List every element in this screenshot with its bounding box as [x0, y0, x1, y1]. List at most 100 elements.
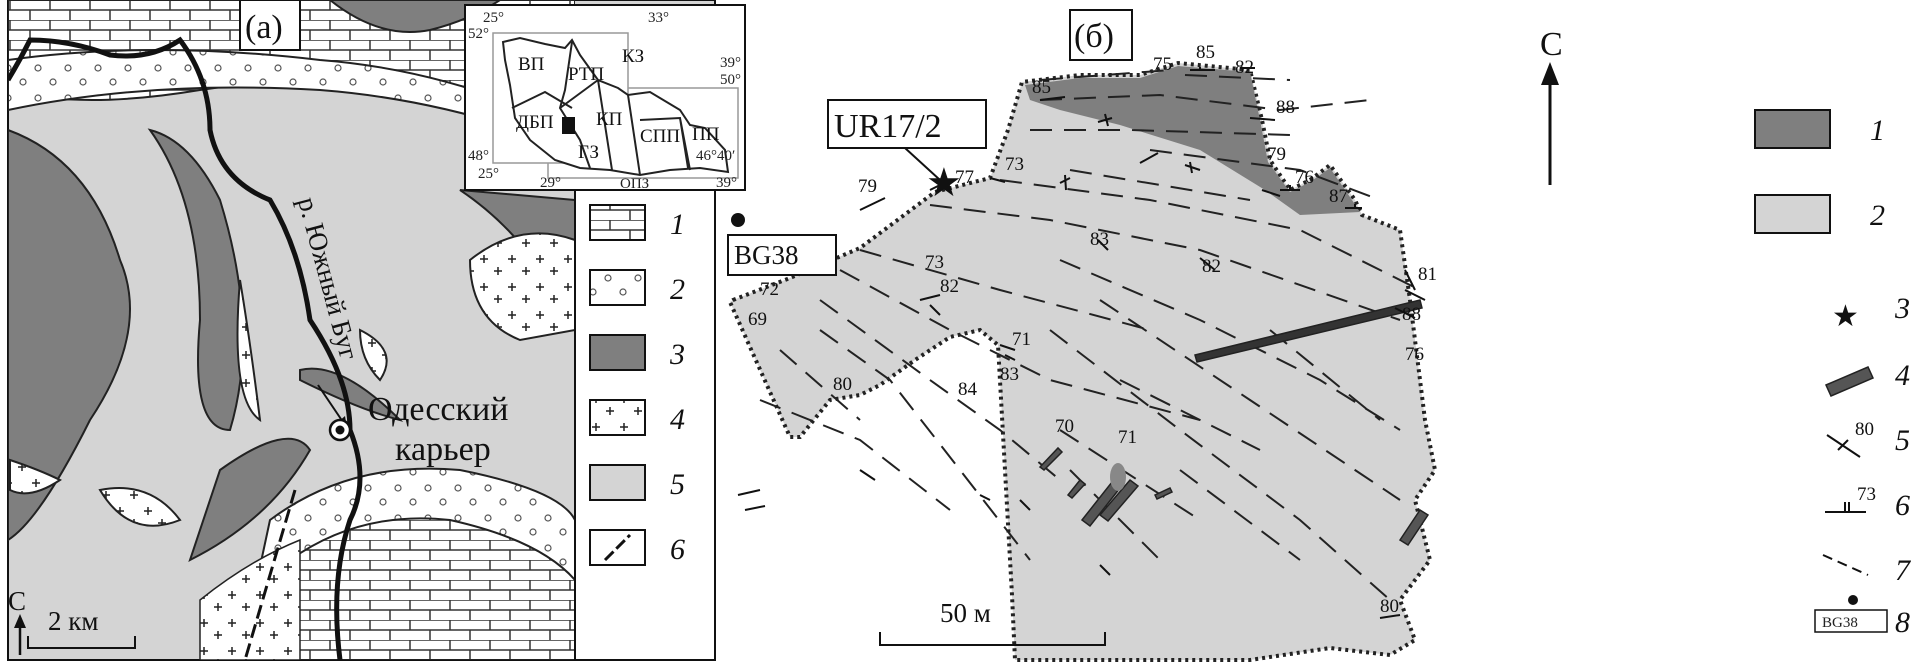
legend-b-label-3: 3	[1894, 292, 1910, 325]
legend-a-label-3: 3	[669, 338, 685, 371]
dip-label: 80	[833, 374, 852, 395]
dikes	[1038, 299, 1430, 547]
legend-foliation-symbol	[1822, 554, 1869, 576]
panel-a-geology	[8, 0, 575, 660]
legend-b-swatch-2	[1754, 194, 1831, 234]
panel-b-label: (б)	[1074, 18, 1114, 55]
dip-label: 88	[1402, 304, 1421, 325]
legend-dip-symbol	[1826, 434, 1861, 458]
inset-region-borders	[511, 41, 691, 176]
fault-line	[243, 489, 297, 660]
legend-b-label-8: 8	[1895, 606, 1910, 639]
inset-region-rtp: РТП	[568, 64, 604, 85]
inset-lat-right: 50°	[720, 72, 741, 88]
dip-labels: 85 75 85 82 88 79 76 87 77 73 79 83 82 8…	[748, 42, 1437, 617]
legend-a: 1 2 3 4 5 6	[574, 189, 716, 661]
legend-sample-dot	[1848, 595, 1858, 605]
sample-leader-line	[904, 147, 941, 181]
legend-a-swatch-2	[589, 269, 646, 306]
legend-a-label-2: 2	[670, 273, 685, 306]
legend-star-icon: ★	[1832, 300, 1859, 333]
inset-region-pp: ПП	[692, 124, 720, 145]
inset-lon-bottom: 29°	[540, 175, 561, 191]
panel-b-map: 85 75 85 82 88 79 76 87 77 73 79 83 82 8…	[727, 9, 1912, 662]
scale-label-a: 2 км	[48, 606, 98, 636]
legend-a-label-4: 4	[670, 403, 685, 436]
dip-label: 82	[1202, 256, 1221, 277]
inset-lat-left: 48°	[468, 148, 489, 164]
inset-lon-bottom-right: 39°	[716, 175, 737, 191]
inset-lon-left-top: 25°	[483, 10, 504, 26]
sample-label-ur17: UR17/2	[834, 108, 942, 145]
legend-a-label-1: 1	[670, 208, 685, 241]
inset-corner: 46°40′	[696, 148, 735, 164]
inset-region-vp: ВП	[518, 54, 545, 75]
north-arrow-b-head	[1541, 62, 1559, 85]
dip-label: 82	[1235, 57, 1254, 78]
quarry-name-line2: карьер	[395, 431, 491, 468]
strike-dip-symbols	[737, 67, 1426, 619]
dip-label: 77	[955, 167, 974, 188]
legend-b-label-1: 1	[1870, 114, 1885, 147]
legend-sample-label: BG38	[1822, 615, 1858, 631]
legend-a-label-5: 5	[670, 468, 685, 501]
dip-label: 81	[1418, 264, 1437, 285]
legend-b-label-5: 5	[1895, 424, 1910, 457]
dip-label: 79	[1267, 144, 1286, 165]
legend-dip5-value: 80	[1855, 419, 1874, 440]
legend-a-swatch-1	[589, 204, 646, 241]
study-area-marker	[562, 117, 575, 134]
inset-region-kp: КП	[596, 109, 623, 130]
legend-b-swatch-1	[1754, 109, 1831, 149]
inset-graticule-box-2	[547, 87, 739, 179]
dip-label: 76	[1295, 167, 1314, 188]
panel-a-label: (а)	[245, 9, 283, 46]
inset-lon-left-bottom: 25°	[478, 166, 499, 182]
north-label-a: С	[8, 586, 26, 616]
inset-lon-mid-top: 33°	[648, 10, 669, 26]
dip-label: 73	[1005, 154, 1024, 175]
legend-b-label-4: 4	[1895, 359, 1910, 392]
inset-region-kz: КЗ	[622, 46, 644, 67]
legend-b: 1 2 ★ 3 4 80 5 73 6 7 BG38 8	[1754, 109, 1912, 639]
legend-b-label-2: 2	[1870, 199, 1885, 232]
dip-label: 84	[958, 379, 978, 400]
legend-b-label-7: 7	[1895, 554, 1912, 587]
legend-dip6-value: 73	[1857, 484, 1876, 505]
inset-region-gz: ГЗ	[578, 142, 599, 163]
legend-vertical-dip-symbol	[1825, 502, 1866, 513]
north-arrow-a-head	[14, 614, 26, 628]
dip-label: 80	[1380, 596, 1399, 617]
dip-label: 76	[1405, 344, 1424, 365]
legend-a-swatch-3	[589, 334, 646, 371]
inset-region-dbp: ДБП	[516, 112, 554, 133]
legend-a-swatch-4	[589, 399, 646, 436]
scale-bar-b	[879, 632, 1106, 646]
dip-label: 85	[1032, 77, 1051, 98]
foliation-traces	[759, 69, 1421, 601]
dip-label: 75	[1153, 54, 1172, 75]
scale-bar-a	[27, 636, 136, 649]
quarry-name-line1: Одесский	[368, 391, 508, 428]
inset-ukraine-outline	[501, 36, 730, 177]
inset-region-spp: СПП	[640, 126, 680, 147]
inset-lat-top: 52°	[468, 26, 489, 42]
dip-label: 70	[1055, 416, 1074, 437]
dark-unit-area	[1025, 66, 1360, 215]
dip-label: 71	[1118, 427, 1137, 448]
sample-dot-bg38	[731, 213, 745, 227]
inset-lon-right: 39°	[720, 55, 741, 71]
inset-map: 25° 52° 33° 39° 50° 48° 25° 29° 46°40′ 3…	[464, 4, 746, 192]
quarry-marker-dot	[335, 425, 345, 435]
panel-a-map: (а) р. Южный Буг Одесский карьер С 2 км …	[7, 0, 746, 661]
sample-label-bg38: BG38	[734, 240, 799, 270]
north-label-b: С	[1540, 26, 1563, 63]
dip-label: 72	[760, 279, 779, 300]
legend-a-label-6: 6	[670, 533, 685, 566]
sample-star-icon: ★	[926, 160, 962, 205]
river-line	[8, 36, 363, 660]
dip-label: 85	[1196, 42, 1215, 63]
outcrop-polygon	[727, 60, 1438, 662]
river-arrow	[317, 384, 346, 426]
